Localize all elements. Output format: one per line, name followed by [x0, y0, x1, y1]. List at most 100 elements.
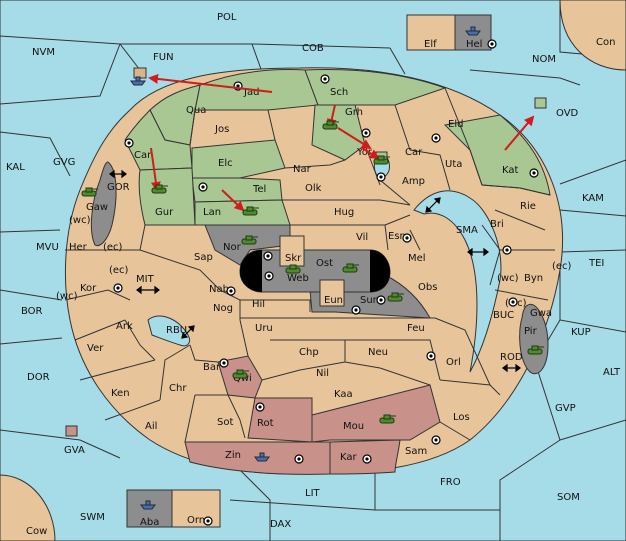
region-elf[interactable] [406, 14, 456, 51]
order-arrow-icon [337, 127, 372, 150]
label-lit: LIT [305, 488, 321, 499]
label-mel: Mel [408, 253, 426, 264]
label-bar: Bar [203, 362, 221, 373]
region-gaw[interactable] [90, 161, 117, 247]
region-eun[interactable] [319, 279, 345, 307]
label-nil: Nil [316, 368, 329, 379]
label-byn: Byn [524, 273, 543, 284]
double-arrow-icon [109, 169, 127, 179]
label-ovd: OVD [556, 108, 579, 119]
label-rot: Rot [257, 418, 274, 429]
label-eld: Eld [448, 119, 463, 130]
label-nar: Nar [293, 164, 312, 175]
supply-center-icon [502, 245, 512, 255]
label-olk: Olk [305, 183, 322, 194]
label-gva: GVA [64, 445, 85, 456]
label-ark: Ark [116, 321, 133, 332]
label-sot: Sot [217, 417, 233, 428]
region-skr[interactable] [279, 235, 305, 267]
supply-center-icon [351, 305, 361, 315]
army-icon [373, 155, 390, 165]
label-sma: SMA [456, 225, 478, 236]
supply-center-icon [376, 172, 386, 182]
supply-center-icon [320, 74, 330, 84]
region-sch[interactable] [304, 69, 447, 106]
home-flag-icon [534, 97, 547, 109]
label-tel: Tel [252, 184, 266, 195]
order-arrows [148, 73, 535, 212]
label-kal: KAL [6, 162, 25, 173]
label-alt: ALT [603, 367, 621, 378]
label-jos: Jos [214, 124, 229, 135]
double-arrow-icon [425, 197, 441, 213]
region-grh[interactable] [311, 104, 366, 161]
region-tel[interactable] [191, 177, 283, 203]
army-icon [285, 264, 302, 274]
region-rbu-lake [147, 315, 191, 347]
supply-center-icon [529, 168, 539, 178]
label-esm: Esm [388, 231, 409, 242]
supply-center-icon [198, 182, 208, 192]
label-bor: BOR [21, 306, 43, 317]
label-tei: TEI [588, 258, 604, 269]
label-buc: BUC [493, 310, 514, 321]
supply-center-icon [431, 435, 441, 445]
army-icon [151, 184, 168, 194]
label-fro: FRO [440, 477, 461, 488]
supply-center-icon [487, 39, 497, 49]
label-rod: ROD [500, 352, 523, 363]
label-yor: Yor [356, 147, 373, 158]
order-arrow-icon [221, 189, 245, 212]
label-dor: DOR [27, 372, 50, 383]
label-sap: Sap [194, 252, 213, 263]
label-dax: DAX [270, 519, 291, 530]
coast-label: (wc) [56, 291, 78, 302]
fleet-icon [465, 26, 481, 36]
order-arrow-icon [504, 115, 535, 151]
supply-center-icon [426, 351, 436, 361]
fleet-icon [130, 76, 146, 86]
supply-center-icon [508, 297, 518, 307]
region-web-ost-ring [239, 249, 391, 293]
coast-label: (ec) [552, 261, 572, 272]
supply-center-icon [402, 233, 412, 243]
label-pir: Pir [524, 326, 538, 337]
label-can: Can [134, 150, 153, 161]
supply-center-icon [376, 295, 386, 305]
label-skr: Skr [285, 253, 302, 264]
army-icon [379, 414, 396, 424]
army-icon [242, 206, 259, 216]
label-hug: Hug [334, 207, 354, 218]
label-ail: Ail [145, 421, 157, 432]
label-gaw: Gaw [86, 202, 108, 213]
order-arrow-icon [361, 147, 380, 160]
double-arrow-icon [467, 247, 489, 257]
label-mvu: MVU [36, 242, 59, 253]
inner-wall-left [240, 250, 262, 292]
coast-label: (ec) [109, 265, 129, 276]
region-can[interactable] [124, 109, 193, 171]
supply-center-icon [124, 138, 134, 148]
label-neu: Neu [368, 347, 388, 358]
label-swm: SWM [80, 512, 105, 523]
label-kor: Kor [80, 283, 97, 294]
supply-center-icon [255, 402, 265, 412]
label-cob: COB [302, 43, 324, 54]
label-web: Web [287, 273, 309, 284]
label-ost: Ost [316, 258, 333, 269]
label-chr: Chr [169, 383, 187, 394]
order-arrow-icon [148, 73, 273, 93]
label-zin: Zin [225, 450, 241, 461]
label-orl: Orl [446, 357, 461, 368]
region-pir[interactable] [519, 303, 549, 375]
label-uru: Uru [255, 323, 273, 334]
label-car: Car [405, 147, 423, 158]
label-elf: Elf [424, 39, 437, 50]
supply-center-icon [203, 516, 213, 526]
label-nog: Nog [213, 303, 233, 314]
label-gwa: Gwa [530, 308, 552, 319]
label-ver: Ver [87, 343, 104, 354]
label-rbu: RBU [166, 325, 187, 336]
inner-wall-right [370, 250, 390, 292]
